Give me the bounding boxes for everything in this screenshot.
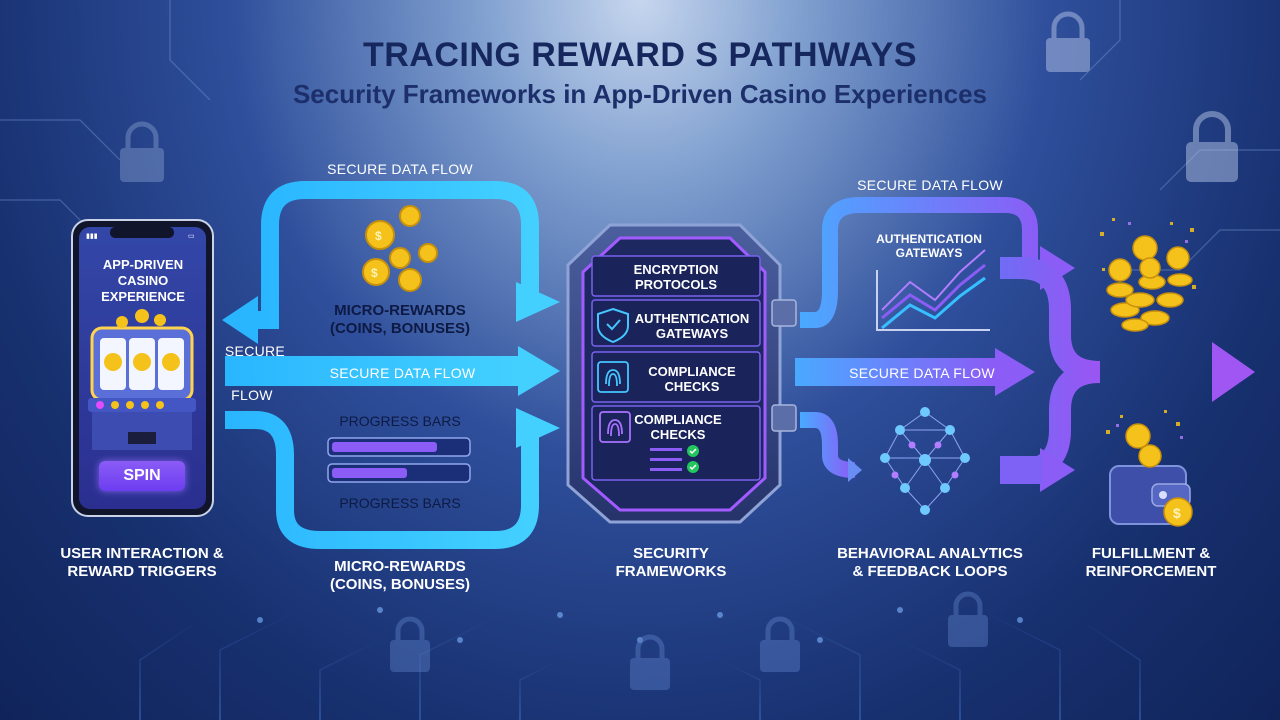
flow-label-middle-left: SECURE DATA FLOW bbox=[329, 365, 476, 381]
lock-icon bbox=[390, 591, 988, 690]
stage-label-rewards: MICRO-REWARDS (COINS, BONUSES) bbox=[329, 558, 470, 593]
compliance-checks-label: COMPLIANCE CHECKS bbox=[648, 364, 736, 394]
lock-icon bbox=[120, 121, 164, 182]
progress-bars-label-top: PROGRESS BARS bbox=[339, 413, 461, 429]
middle-right-arrow-body bbox=[795, 358, 995, 386]
spin-button[interactable]: SPIN bbox=[99, 461, 185, 491]
lock-icon bbox=[1186, 111, 1238, 182]
arrow-head-bottom-right bbox=[1040, 448, 1075, 492]
page-title: TRACING REWARD S PATHWAYS bbox=[362, 36, 917, 74]
stage-label-analytics: BEHAVIORAL ANALYTICS & FEEDBACK LOOPS bbox=[837, 545, 1023, 580]
arrow-head-right bbox=[516, 282, 560, 322]
wallet-icon: $ bbox=[1109, 423, 1193, 527]
lock-icon bbox=[1046, 11, 1090, 72]
progress-bar-fill bbox=[332, 442, 437, 452]
top-right-branch-arrow bbox=[800, 197, 1040, 328]
stage-label-security: SECURITY FRAMEWORKS bbox=[615, 545, 727, 580]
progress-bar-fill bbox=[332, 468, 407, 478]
stage-label-fulfillment: FULFILLMENT & REINFORCEMENT bbox=[1085, 545, 1217, 580]
stage-label-user: USER INTERACTION & REWARD TRIGGERS bbox=[60, 545, 224, 580]
phone-screen-title: APP-DRIVEN CASINO EXPERIENCE bbox=[101, 257, 185, 304]
final-arrow-head bbox=[1212, 342, 1255, 402]
shield-icon bbox=[597, 307, 629, 344]
flow-label-top-left: SECURE DATA FLOW bbox=[327, 161, 473, 177]
checklist-icon bbox=[650, 445, 699, 473]
top-left-loop-arrow bbox=[255, 181, 539, 329]
growth-chart-icon bbox=[876, 249, 990, 331]
progress-bars-label-bottom: PROGRESS BARS bbox=[339, 495, 461, 511]
arrow-head-up-right bbox=[516, 408, 560, 448]
fingerprint-icon bbox=[599, 411, 631, 443]
flow-label-top-right: SECURE DATA FLOW bbox=[857, 177, 1003, 193]
bottom-left-loop-arrow bbox=[225, 411, 539, 549]
flow-label-left-flow: FLOW bbox=[231, 387, 273, 403]
chart-authentication-label: AUTHENTICATION GATEWAYS bbox=[876, 232, 982, 260]
micro-rewards-label: MICRO-REWARDS (COINS, BONUSES) bbox=[329, 302, 470, 337]
svg-text:▮▮▮: ▮▮▮ bbox=[86, 233, 98, 240]
svg-text:▭: ▭ bbox=[188, 233, 195, 240]
network-icon bbox=[880, 407, 970, 515]
flow-label-left-secure: SECURE bbox=[224, 343, 286, 359]
middle-left-arrow-head bbox=[518, 346, 560, 396]
flow-label-middle-right: SECURE DATA FLOW bbox=[849, 365, 995, 381]
compliance-checks-label: COMPLIANCE CHECKS bbox=[634, 412, 722, 442]
page-subtitle: Security Frameworks in App-Driven Casino… bbox=[292, 79, 988, 109]
svg-text:$: $ bbox=[1173, 505, 1181, 521]
coin-pile-icon bbox=[1106, 235, 1193, 332]
fingerprint-icon bbox=[597, 361, 629, 393]
bottom-right-branch-arrow bbox=[800, 412, 856, 478]
svg-text:$: $ bbox=[371, 266, 378, 280]
middle-left-arrow-body bbox=[225, 356, 520, 386]
slot-machine-icon bbox=[88, 309, 196, 450]
authentication-gateways-label: AUTHENTICATION GATEWAYS bbox=[634, 311, 750, 341]
svg-text:$: $ bbox=[375, 229, 382, 243]
encryption-protocols-label: ENCRYPTION PROTOCOLS bbox=[633, 262, 719, 292]
arrow-head-left bbox=[222, 296, 258, 344]
arrow-head-bottom-right-small bbox=[848, 458, 862, 482]
